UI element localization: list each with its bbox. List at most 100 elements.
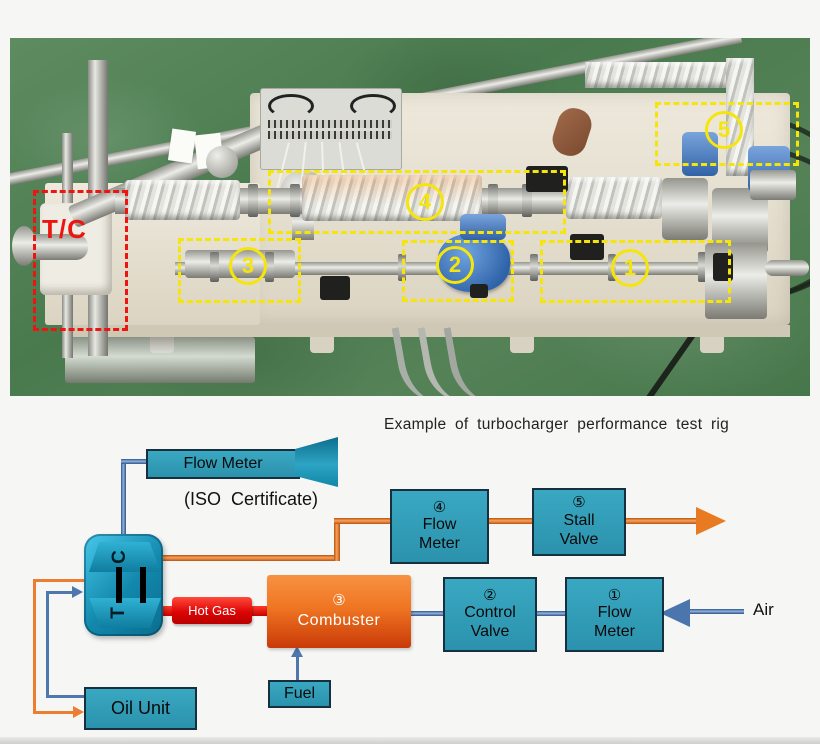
zone4-number: 4	[406, 183, 444, 221]
zone5-number: 5	[705, 111, 743, 149]
diagram-title: Example of turbocharger performance test…	[384, 416, 730, 433]
box5-line1: Stall	[563, 511, 595, 529]
flow-meter-cone-icon	[295, 437, 338, 487]
oil-supply-arrowhead	[72, 586, 83, 598]
box2-number: ②	[483, 586, 497, 604]
box4-line2: Meter	[419, 535, 460, 553]
insulated-section	[125, 180, 240, 220]
compressor-letter: C	[108, 550, 130, 564]
air-arrowhead	[660, 599, 690, 627]
foil-pipe-horizontal	[585, 62, 731, 88]
air-label: Air	[753, 600, 774, 619]
box5-line2: Valve	[559, 530, 599, 548]
fuel-line	[296, 656, 299, 680]
iso-flow-meter-box: Flow Meter	[146, 449, 300, 479]
flange	[210, 252, 219, 282]
pipe-air-in	[686, 609, 744, 614]
zone2-box	[402, 240, 514, 302]
pipe-box5-exit	[620, 518, 702, 524]
zone2-number: 2	[436, 246, 474, 284]
test-rig-photo: T/C 4 3 2 1 5	[10, 38, 810, 396]
panel-cable	[268, 94, 314, 118]
floor-cable	[638, 329, 698, 396]
bench-front-edge	[70, 325, 790, 337]
oil-supply-bottom	[46, 695, 86, 698]
iso-certificate-note: (ISO Certificate)	[184, 489, 319, 509]
fuel-label: Fuel	[283, 684, 316, 702]
tc-zone-label: T/C	[42, 214, 87, 244]
combuster-label: Combuster	[297, 611, 381, 629]
panel-cable	[350, 94, 396, 118]
terminal-strip	[268, 120, 392, 128]
bench-foot	[310, 337, 334, 353]
flange	[265, 252, 274, 282]
bench-foot	[510, 337, 534, 353]
bottom-edge	[0, 737, 820, 744]
box1-line1: Flow	[597, 604, 632, 622]
flange	[248, 184, 258, 217]
insulation-warm-tint	[302, 175, 482, 221]
zone3-number: 3	[229, 247, 267, 285]
flange	[530, 254, 538, 281]
zone5-box	[655, 102, 799, 166]
hot-gas-label: Hot Gas	[172, 597, 252, 624]
exhaust-arrowhead	[696, 507, 726, 535]
fuel-arrowhead	[291, 646, 303, 657]
pipe-box2-combuster	[409, 611, 445, 616]
oil-return-horizontal	[33, 579, 86, 582]
turbine-wheel	[89, 598, 161, 628]
fuel-box: Fuel	[268, 680, 331, 708]
label-tag	[167, 128, 197, 164]
flange	[698, 252, 707, 282]
valve-body	[662, 178, 708, 240]
stall-valve-5-box: ⑤ Stall Valve	[532, 488, 626, 556]
terminal-strip	[268, 131, 392, 139]
combuster-box: ③ Combuster	[267, 575, 411, 648]
pipe-compressor-out	[160, 555, 338, 561]
turbine-letter: T	[107, 607, 129, 619]
box1-line2: Meter	[594, 623, 635, 641]
instrument-box	[470, 284, 488, 298]
tc-zone-box	[33, 190, 128, 331]
box2-line2: Valve	[470, 623, 510, 641]
pipe-box4-box5	[483, 518, 535, 524]
box4-number: ④	[432, 498, 447, 516]
box4-line1: Flow	[422, 516, 457, 534]
turbo-shaft	[116, 567, 146, 603]
zone1-number: 1	[611, 249, 649, 287]
oil-supply-horizontal	[46, 591, 74, 594]
iso-flow-meter-label: Flow Meter	[183, 454, 263, 472]
box2-line1: Control	[464, 604, 516, 622]
box1-number: ①	[607, 586, 622, 604]
pipe-stub-right	[765, 260, 809, 276]
zone1-box	[540, 240, 731, 303]
pipe-riser	[334, 518, 340, 561]
pipe-to-iso-meter-horizontal	[121, 459, 148, 464]
flange	[522, 184, 532, 217]
flange	[488, 184, 498, 217]
instrument-box	[320, 276, 350, 300]
control-valve-2-box: ② Control Valve	[443, 577, 537, 652]
flow-meter-4-box: ④ Flow Meter	[390, 489, 489, 564]
tc-flange	[12, 226, 36, 266]
pipe-to-box4	[334, 518, 394, 524]
oil-return-vertical	[33, 579, 36, 714]
flange	[290, 184, 300, 217]
zone4-box	[268, 170, 566, 234]
bench-foot	[700, 337, 724, 353]
pipe-box1-box2	[531, 611, 567, 616]
oil-unit-box: Oil Unit	[84, 687, 197, 730]
instrument-box	[570, 234, 604, 260]
flow-meter-1-box: ① Flow Meter	[565, 577, 664, 652]
box5-number: ⑤	[572, 494, 586, 512]
pump-head	[460, 214, 506, 240]
oil-return-bottom	[33, 711, 75, 714]
pipe-to-iso-meter-vertical	[121, 459, 126, 536]
oil-unit-label: Oil Unit	[110, 697, 170, 718]
compressor-wheel	[89, 542, 161, 572]
valve-cap	[750, 170, 796, 200]
zone3-box	[178, 238, 301, 303]
oil-supply-vertical	[46, 591, 49, 698]
insulated-section	[566, 177, 662, 219]
